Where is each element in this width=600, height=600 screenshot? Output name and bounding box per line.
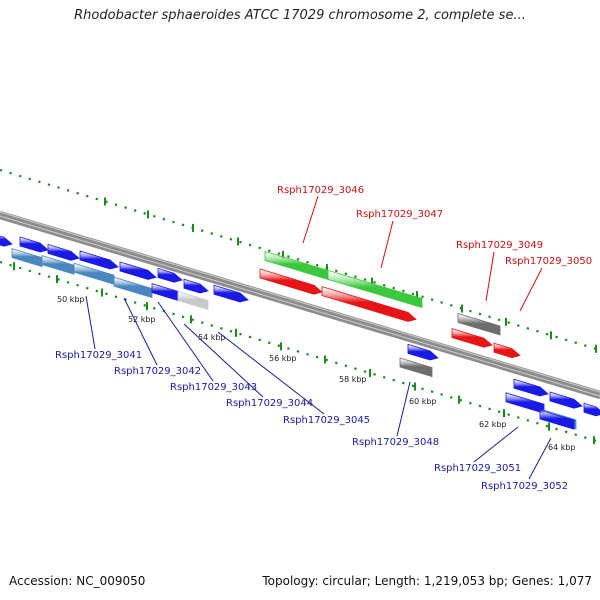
scale-label-3: 54 kbp xyxy=(198,333,226,342)
map-title: Rhodobacter sphaeroides ATCC 17029 chrom… xyxy=(74,8,526,23)
callout-line-4 xyxy=(183,323,264,398)
callout-line-1 xyxy=(85,295,96,350)
callout-line-9 xyxy=(485,251,495,302)
scale-label-6: 60 kbp xyxy=(409,397,437,406)
gene-label-rsph17029_3051[interactable]: Rsph17029_3051 xyxy=(434,463,521,474)
bottom-tick-track xyxy=(0,260,600,444)
top-tick-track xyxy=(0,168,600,352)
scale-label-1: 50 kbp xyxy=(57,295,85,304)
gene-feature-m[interactable] xyxy=(151,283,179,301)
gene-feature-red-b[interactable] xyxy=(321,286,417,322)
gene-feature-g[interactable] xyxy=(183,278,209,294)
gene-feature-e[interactable] xyxy=(119,261,157,280)
gene-feature-q[interactable] xyxy=(549,391,583,409)
gene-feature-c[interactable] xyxy=(47,243,80,261)
scale-label-5: 58 kbp xyxy=(339,375,367,384)
callout-line-10 xyxy=(519,267,543,312)
gene-feature-rsph17029-3048[interactable] xyxy=(399,357,433,378)
callout-line-8 xyxy=(396,381,411,437)
callout-line-3 xyxy=(157,301,214,382)
scale-label-2: 52 kbp xyxy=(128,315,156,324)
gene-feature-red-a[interactable] xyxy=(259,268,323,295)
scale-label-4: 56 kbp xyxy=(269,354,297,363)
gene-feature-rsph17029-3049[interactable] xyxy=(457,312,501,336)
gene-label-rsph17029_3043[interactable]: Rsph17029_3043 xyxy=(170,382,257,393)
gene-feature-o[interactable] xyxy=(407,343,439,361)
gene-feature-red-c[interactable] xyxy=(451,328,493,348)
topology-text: Topology: circular; Length: 1,219,053 bp… xyxy=(262,574,592,588)
gene-label-rsph17029_3042[interactable]: Rsph17029_3042 xyxy=(114,366,201,377)
gene-feature-l[interactable] xyxy=(113,276,153,299)
backbone-upper-shine xyxy=(0,215,600,397)
gene-feature-r[interactable] xyxy=(583,402,600,417)
gene-feature-d[interactable] xyxy=(79,250,119,270)
gene-label-rsph17029_3044[interactable]: Rsph17029_3044 xyxy=(226,398,313,409)
gene-feature-f[interactable] xyxy=(157,267,183,283)
gene-label-rsph17029_3052[interactable]: Rsph17029_3052 xyxy=(481,481,568,492)
gene-label-rsph17029_3048[interactable]: Rsph17029_3048 xyxy=(352,437,439,448)
gene-feature-n[interactable] xyxy=(177,290,209,310)
gene-feature-p[interactable] xyxy=(513,378,549,397)
callout-line-7 xyxy=(380,220,394,269)
gene-label-rsph17029_3041[interactable]: Rsph17029_3041 xyxy=(55,350,142,361)
callout-line-2 xyxy=(123,297,158,366)
gene-feature-b[interactable] xyxy=(19,236,49,253)
gene-label-rsph17029_3045[interactable]: Rsph17029_3045 xyxy=(283,415,370,426)
callout-line-6 xyxy=(302,195,319,244)
gene-label-rsph17029_3046[interactable]: Rsph17029_3046 xyxy=(277,185,364,196)
scale-label-7: 62 kbp xyxy=(479,420,507,429)
gene-feature-rsph17029-3047[interactable] xyxy=(327,269,423,309)
callout-line-11 xyxy=(473,426,519,463)
backbone-lower xyxy=(0,210,600,396)
gene-label-rsph17029_3047[interactable]: Rsph17029_3047 xyxy=(356,209,443,220)
backbone-lower-shine xyxy=(0,211,600,393)
gene-feature-h[interactable] xyxy=(213,284,249,303)
callout-line-12 xyxy=(528,437,552,480)
gene-label-rsph17029_3050[interactable]: Rsph17029_3050 xyxy=(505,256,592,267)
scale-label-8: 64 kbp xyxy=(548,443,576,452)
accession-text: Accession: NC_009050 xyxy=(9,574,146,588)
callout-line-5 xyxy=(217,331,325,415)
gene-feature-red-d[interactable] xyxy=(493,342,521,359)
gene-feature-a[interactable] xyxy=(0,234,13,247)
gene-label-rsph17029_3049[interactable]: Rsph17029_3049 xyxy=(456,240,543,251)
backbone-upper xyxy=(0,214,600,400)
gene-feature-i[interactable] xyxy=(11,248,43,268)
gene-feature-u[interactable] xyxy=(539,409,575,430)
gene-feature-j[interactable] xyxy=(41,255,75,275)
